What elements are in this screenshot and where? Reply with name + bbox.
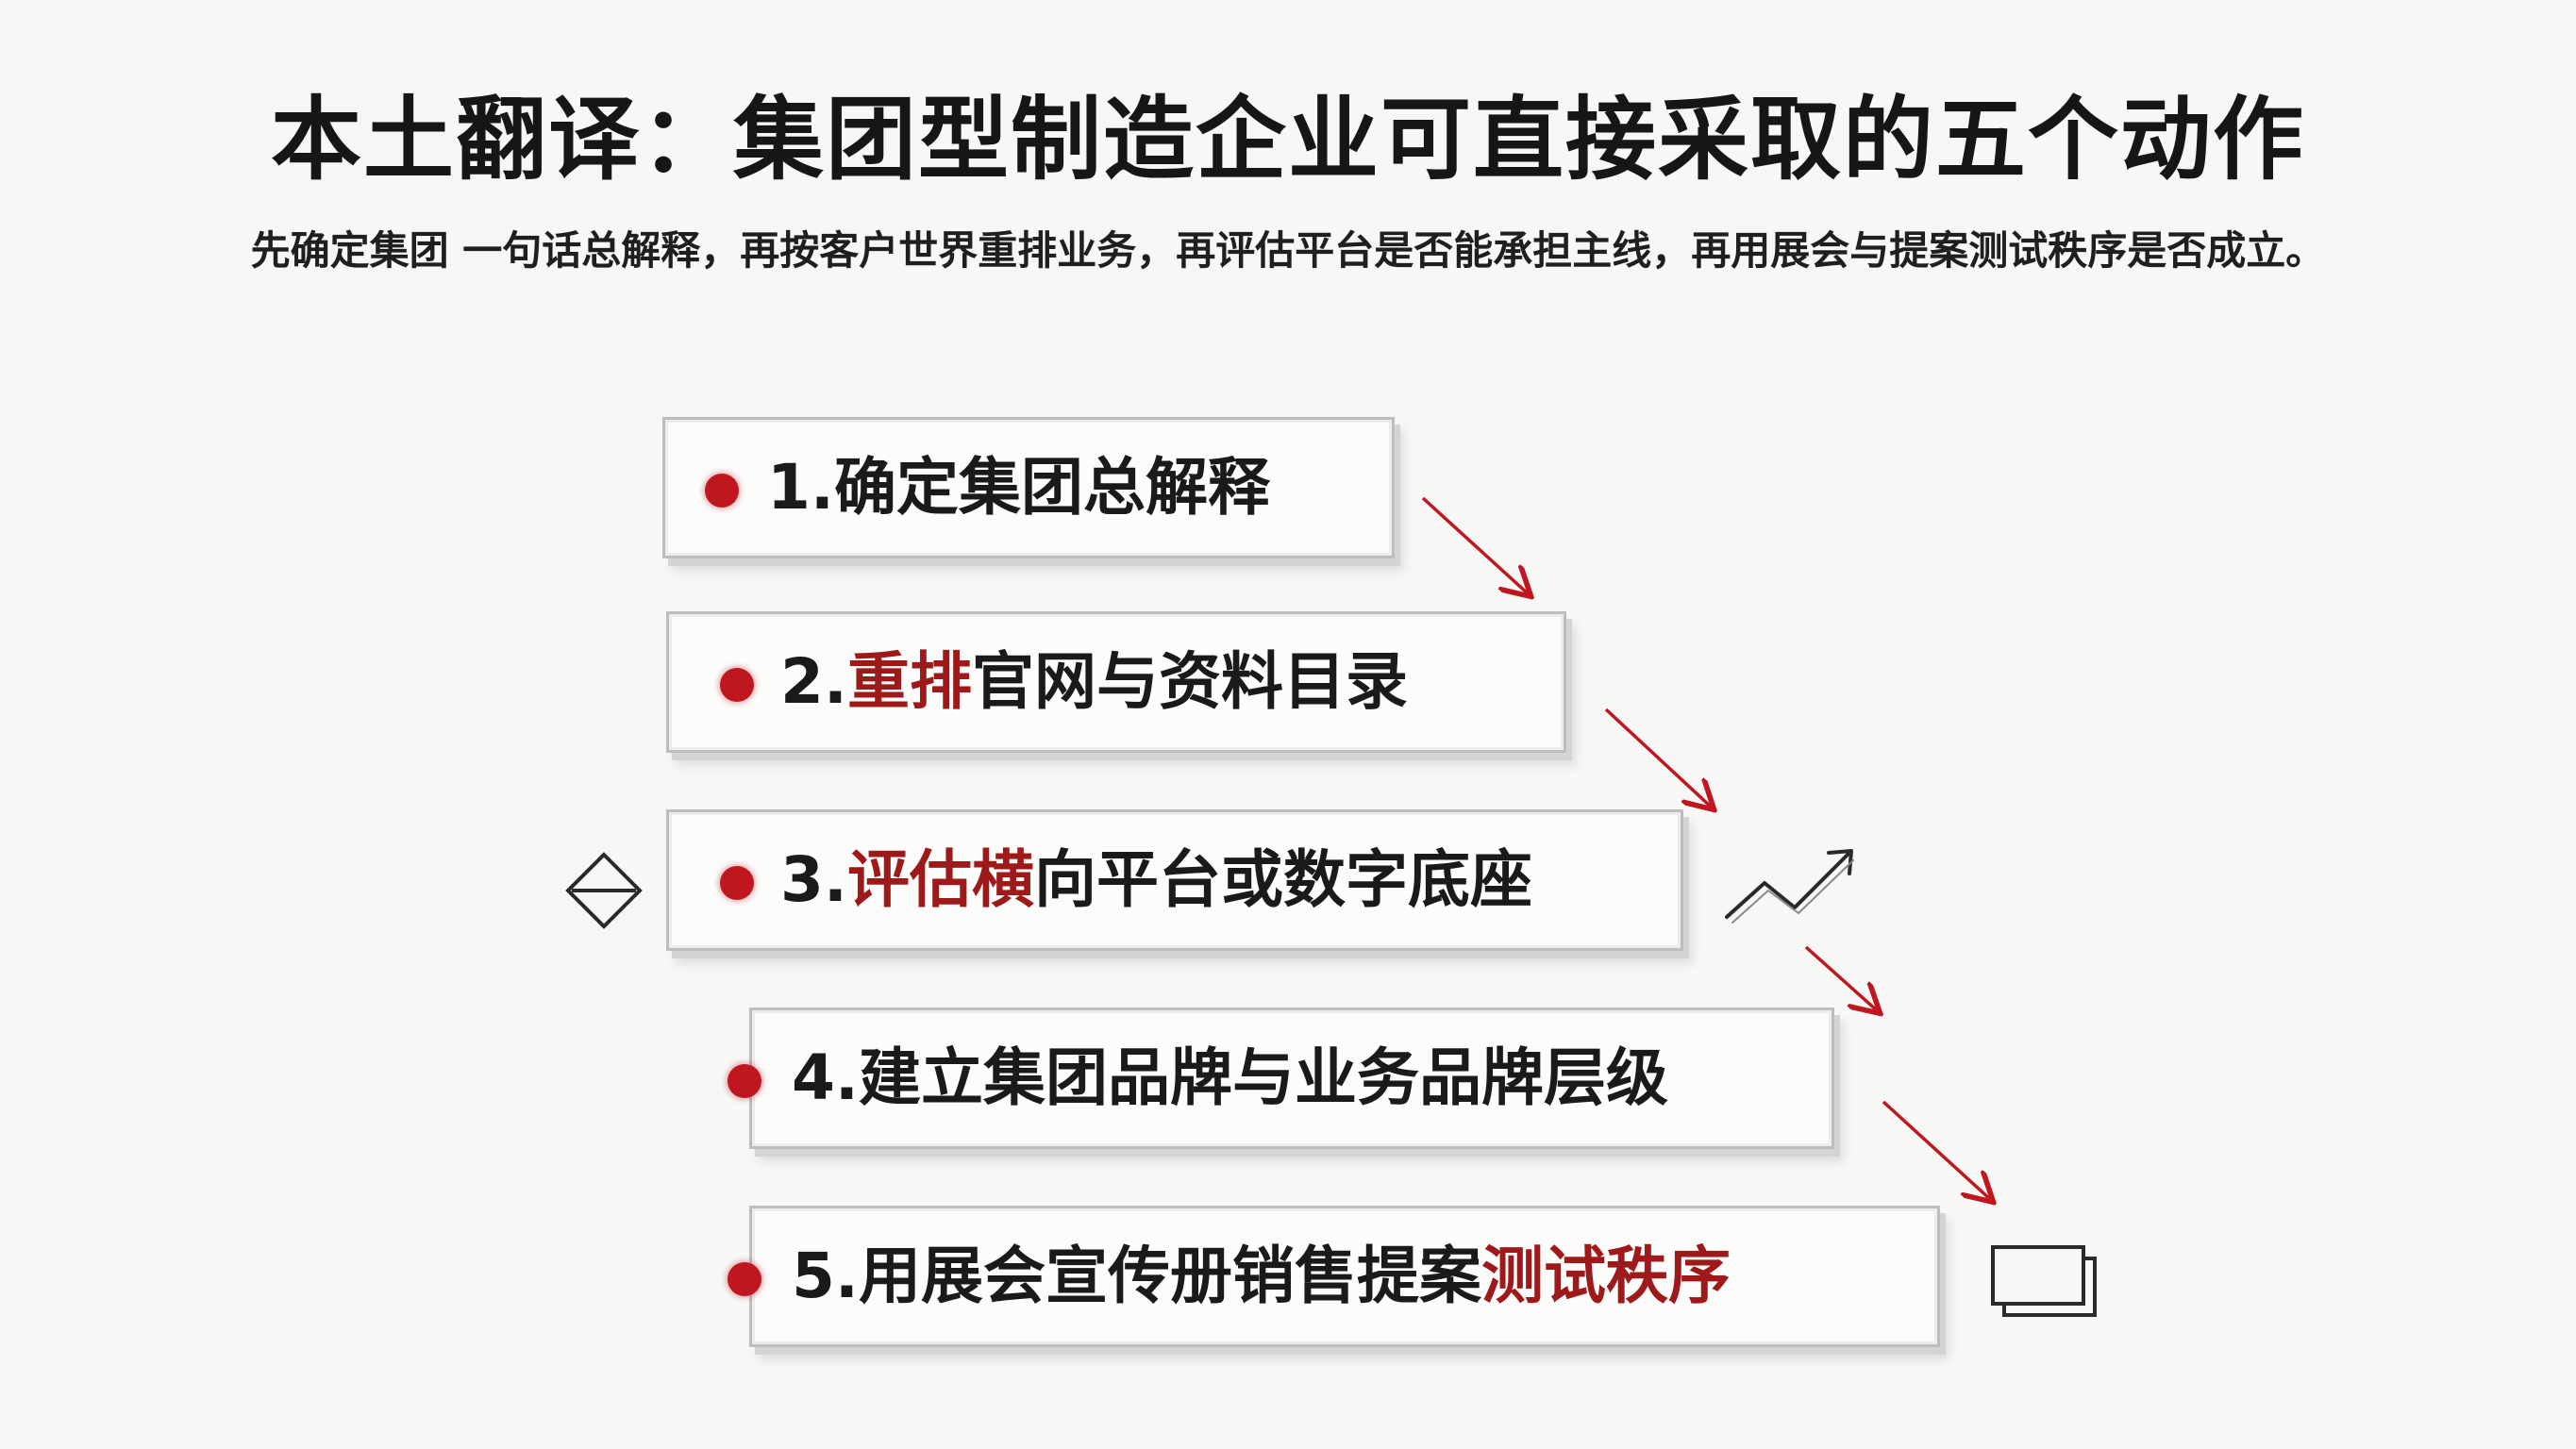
trend-up-icon <box>1725 849 1854 924</box>
step-label-4: 4.建立集团品牌与业务品牌层级 <box>792 1041 1668 1114</box>
bullet-dot <box>720 866 754 900</box>
arrow-3-to-4 <box>1804 945 1878 1011</box>
bullet-dot <box>720 668 754 702</box>
step-card-3: 3.评估横向平台或数字底座 <box>666 809 1683 951</box>
document-stack-icon <box>1991 1245 2097 1317</box>
page-title: 本土翻译：集团型制造企业可直接采取的五个动作 <box>271 87 2305 192</box>
step-label-5: 5.用展会宣传册销售提案测试秩序 <box>792 1240 1731 1312</box>
step-label-1: 1.确定集团总解释 <box>767 451 1270 524</box>
bullet-dot <box>728 1262 761 1296</box>
page-subtitle: 先确定集团 一句话总解释，再按客户世界重排业务，再评估平台是否能承担主线，再用展… <box>250 227 2326 274</box>
step-label-2: 2.重排官网与资料目录 <box>780 645 1408 718</box>
step-card-5: 5.用展会宣传册销售提案测试秩序 <box>728 1206 1940 1347</box>
bullet-dot <box>728 1064 761 1098</box>
bullet-dot <box>705 474 739 508</box>
arrow-1-to-2 <box>1421 496 1529 594</box>
arrow-2-to-3 <box>1604 708 1712 808</box>
step-card-2: 2.重排官网与资料目录 <box>666 611 1566 753</box>
diamond-icon <box>565 852 643 929</box>
step-label-3: 3.评估横向平台或数字底座 <box>780 843 1532 916</box>
arrow-4-to-5 <box>1882 1100 1991 1200</box>
step-card-4: 4.建立集团品牌与业务品牌层级 <box>728 1008 1834 1149</box>
step-card-1: 1.确定集团总解释 <box>662 417 1395 558</box>
